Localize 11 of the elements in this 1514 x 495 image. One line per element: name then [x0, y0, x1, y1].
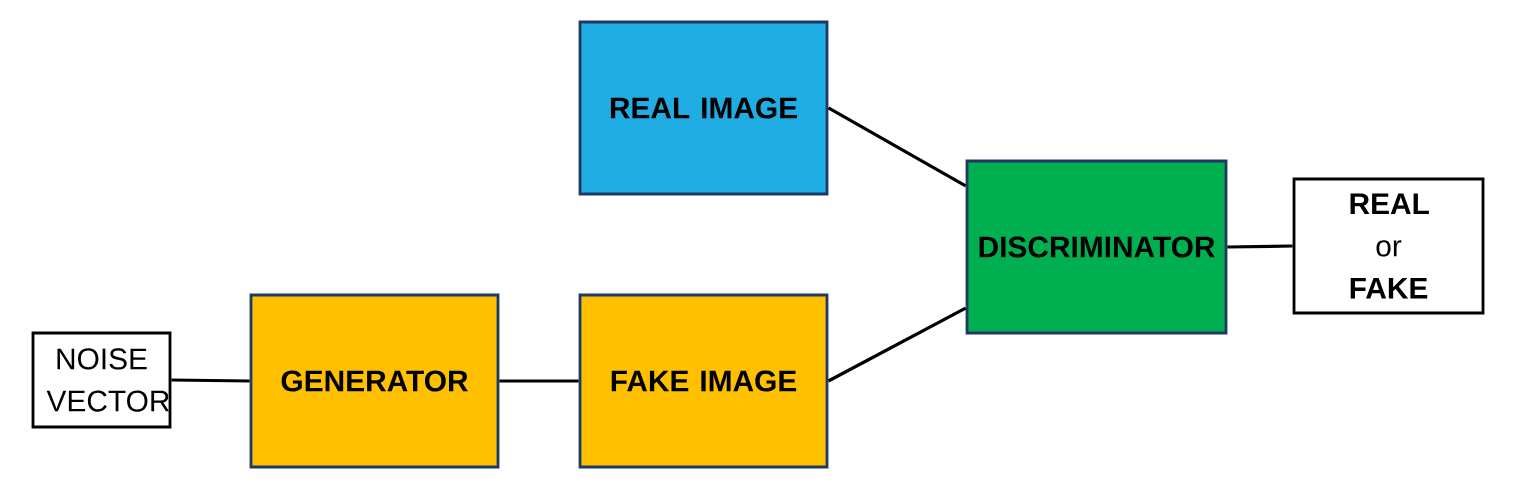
process-box: REAL IMAGE	[578, 20, 829, 196]
connector-line	[827, 306, 967, 383]
connector-line	[499, 379, 579, 383]
process-box: DISCRIMINATOR	[965, 159, 1228, 335]
process-box: NOISE VECTOR	[31, 331, 172, 429]
connector-line	[827, 106, 967, 188]
process-box: GENERATOR	[249, 293, 500, 469]
process-box: FAKE IMAGE	[578, 293, 829, 469]
process-box: REAL or FAKE	[1292, 177, 1485, 315]
connector-line	[1227, 244, 1293, 249]
connector-line	[171, 378, 250, 383]
